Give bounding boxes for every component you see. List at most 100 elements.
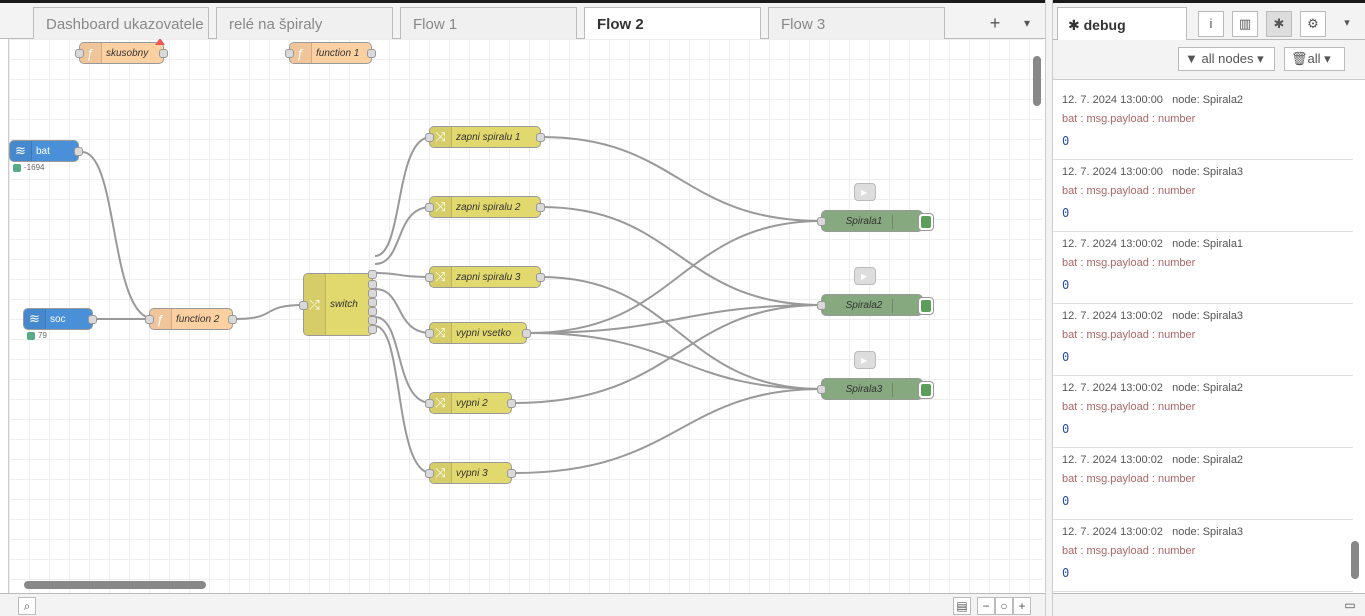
workspace-horizontal-scrollbar[interactable] [24, 581, 206, 589]
output-port[interactable] [368, 325, 377, 334]
sidebar-menu-button[interactable]: ▾ [1334, 11, 1360, 37]
input-port[interactable] [299, 301, 308, 310]
input-port[interactable] [817, 301, 826, 310]
navigator-button[interactable]: ▤ [953, 597, 971, 615]
output-port[interactable] [507, 399, 516, 408]
output-node-spirala3[interactable]: Spirala3 [817, 378, 934, 400]
link-in-icon[interactable] [854, 267, 876, 285]
popout-button[interactable]: ▭ [1341, 597, 1359, 615]
input-node-bat[interactable]: ≋ bat [9, 140, 83, 162]
message-node[interactable]: node: Spirala1 [1172, 238, 1244, 250]
tab-flow-2[interactable]: Flow 2 [584, 7, 761, 43]
input-port[interactable] [425, 329, 434, 338]
link-in-icon[interactable] [854, 351, 876, 369]
message-node[interactable]: node: Spirala2 [1172, 94, 1244, 106]
output-port[interactable] [368, 280, 377, 289]
node-status: -1694 [13, 163, 44, 172]
input-port[interactable] [145, 315, 154, 324]
change-node-zapni-spiralu-1[interactable]: ⤨ zapni spiralu 1 [425, 126, 545, 148]
input-port[interactable] [425, 399, 434, 408]
zoom-out-button[interactable]: − [977, 597, 995, 615]
input-port[interactable] [425, 133, 434, 142]
tab-flow-1[interactable]: Flow 1 [400, 7, 577, 42]
output-port[interactable] [522, 329, 531, 338]
output-port[interactable] [368, 307, 377, 316]
debug-message-list[interactable]: 12. 7. 2024 13:00:00 node: Spirala2 bat … [1053, 88, 1353, 594]
config-tab-button[interactable]: ⚙ [1300, 11, 1326, 37]
debug-toggle-button[interactable] [918, 381, 934, 399]
clear-messages-button[interactable]: 🗑all ▾ [1284, 47, 1345, 71]
output-port[interactable] [368, 270, 377, 279]
tab-debug[interactable]: ✱ debug [1057, 7, 1187, 43]
wire [540, 276, 823, 390]
zoom-in-button[interactable]: + [1013, 597, 1031, 615]
output-port[interactable] [536, 273, 545, 282]
output-node-spirala1[interactable]: Spirala1 [817, 210, 934, 232]
function-node-skusobny[interactable]: ƒ skusobny [75, 39, 168, 64]
debug-tab-button[interactable]: ✱ [1266, 11, 1292, 37]
victron-icon: ≋ [10, 141, 32, 161]
search-button[interactable]: ⌕ [18, 597, 36, 615]
output-port[interactable] [228, 315, 237, 324]
node-label: zapni spiralu 2 [456, 201, 521, 213]
output-port[interactable] [536, 203, 545, 212]
add-flow-button[interactable]: + [989, 13, 1001, 33]
output-port[interactable] [159, 49, 168, 58]
status-text: -1694 [24, 163, 45, 172]
flow-list-menu-button[interactable]: ▾ [1023, 16, 1031, 30]
message-topic: bat : msg.payload : number [1062, 545, 1196, 557]
switch-node[interactable]: ⤮ switch [299, 270, 377, 336]
message-time: 12. 7. 2024 13:00:00 [1062, 94, 1163, 106]
debug-list-scrollbar[interactable] [1351, 541, 1359, 579]
filter-nodes-select[interactable]: ▼ all nodes ▾ [1178, 47, 1275, 71]
wire [540, 206, 823, 306]
function-node-function-2[interactable]: ƒ function 2 [145, 308, 237, 330]
change-node-vypni-vsetko[interactable]: ⤨ vypni vsetko [425, 322, 531, 344]
help-tab-button[interactable]: ▥ [1232, 11, 1258, 37]
output-port[interactable] [368, 289, 377, 298]
output-port[interactable] [74, 147, 83, 156]
output-port[interactable] [368, 316, 377, 325]
shuffle-icon: ⤨ [430, 267, 452, 287]
workspace-vertical-scrollbar[interactable] [1033, 56, 1041, 106]
flow-workspace[interactable]: ƒ skusobny ƒ function 1 ≋ bat -1694 ≋ so… [8, 39, 1043, 593]
tab-rele-na-spiraly[interactable]: relé na špiraly [216, 7, 393, 42]
message-node[interactable]: node: Spirala2 [1172, 382, 1244, 394]
tab-flow-3[interactable]: Flow 3 [768, 7, 945, 42]
output-port[interactable] [536, 133, 545, 142]
change-node-zapni-spiralu-3[interactable]: ⤨ zapni spiralu 3 [425, 266, 545, 288]
filter-icon: ▼ [1185, 51, 1202, 66]
change-node-vypni-3[interactable]: ⤨ vypni 3 [425, 462, 516, 484]
output-port[interactable] [368, 298, 377, 307]
zoom-reset-button[interactable]: ○ [995, 597, 1013, 615]
message-node[interactable]: node: Spirala2 [1172, 454, 1244, 466]
message-time: 12. 7. 2024 13:00:02 [1062, 454, 1163, 466]
info-icon: i [1209, 16, 1213, 31]
output-port[interactable] [88, 315, 97, 324]
message-node[interactable]: node: Spirala3 [1172, 526, 1244, 538]
debug-toggle-button[interactable] [918, 297, 934, 315]
output-node-spirala2[interactable]: Spirala2 [817, 294, 934, 316]
change-node-vypni-2[interactable]: ⤨ vypni 2 [425, 392, 516, 414]
message-node[interactable]: node: Spirala3 [1172, 166, 1244, 178]
input-port[interactable] [285, 49, 294, 58]
function-node-function-1[interactable]: ƒ function 1 [285, 42, 376, 64]
change-node-zapni-spiralu-2[interactable]: ⤨ zapni spiralu 2 [425, 196, 545, 218]
link-in-icon[interactable] [854, 183, 876, 201]
input-port[interactable] [817, 217, 826, 226]
message-node[interactable]: node: Spirala3 [1172, 310, 1244, 322]
tab-label: Flow 2 [597, 16, 644, 33]
input-port[interactable] [817, 385, 826, 394]
input-port[interactable] [75, 49, 84, 58]
tab-dashboard-ukazovatele[interactable]: Dashboard ukazovatele [33, 7, 209, 42]
input-port[interactable] [425, 273, 434, 282]
info-tab-button[interactable]: i [1198, 11, 1224, 37]
input-port[interactable] [425, 469, 434, 478]
sidebar-resize-handle[interactable] [1045, 0, 1053, 616]
input-node-soc[interactable]: ≋ soc [23, 308, 97, 330]
output-port[interactable] [367, 49, 376, 58]
input-port[interactable] [425, 203, 434, 212]
output-port[interactable] [507, 469, 516, 478]
debug-toggle-button[interactable] [918, 213, 934, 231]
